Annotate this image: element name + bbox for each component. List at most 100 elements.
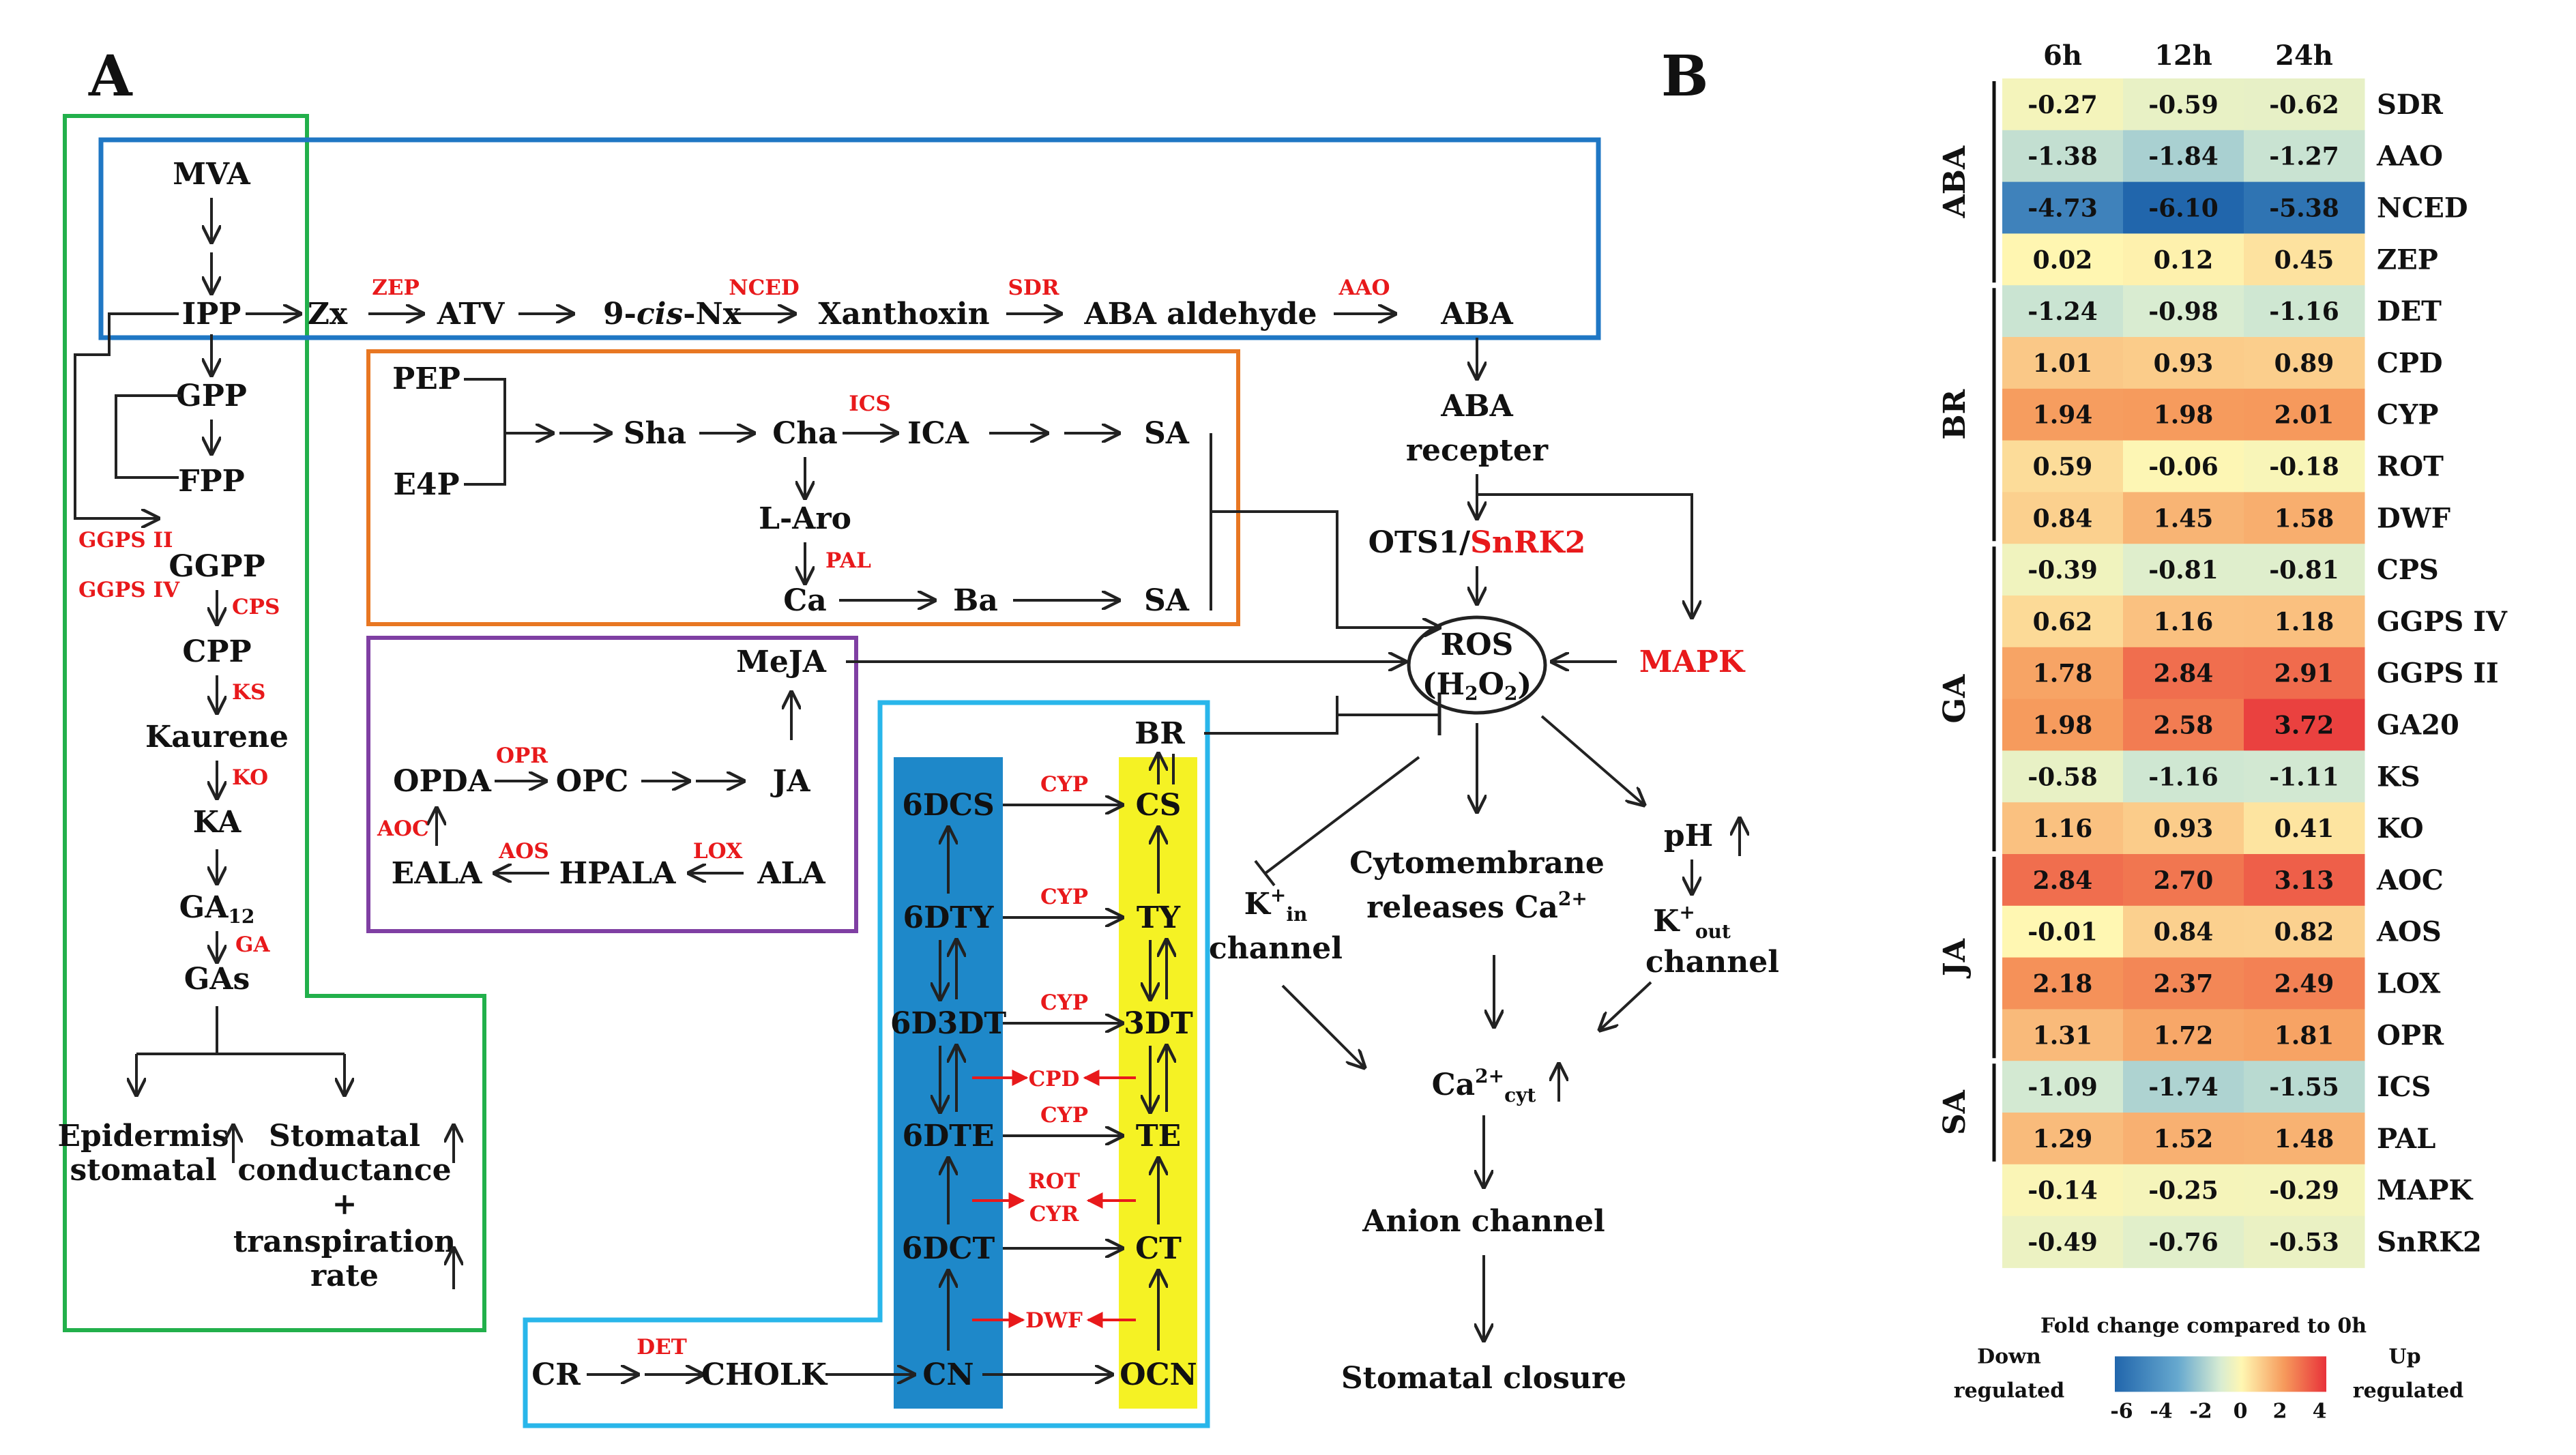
- heatmap-cell-value: -0.29: [2269, 1177, 2339, 1205]
- xanthoxin-node: Xanthoxin: [818, 297, 989, 332]
- l-aro-node: L-Aro: [759, 501, 851, 536]
- legend-up-label-1: Up: [2388, 1344, 2420, 1368]
- heatmap-cell-value: 2.37: [2154, 970, 2214, 999]
- 9-cis-nx-node: 9-cis-Nx: [603, 297, 742, 332]
- sha-node: Sha: [624, 416, 686, 451]
- heatmap-cell-value: 2.49: [2274, 970, 2334, 999]
- heatmap-cell-value: 3.72: [2274, 711, 2334, 740]
- heatmap-cell-value: 0.89: [2274, 349, 2334, 378]
- heatmap-cell: [2123, 388, 2244, 441]
- heatmap-cell-value: -0.59: [2148, 91, 2219, 119]
- cpd-enzyme: CPD: [1029, 1067, 1080, 1091]
- heatmap-cell-value: -0.14: [2028, 1177, 2098, 1205]
- heatmap-cell-value: 1.16: [2033, 814, 2093, 843]
- ks-enzyme: KS: [232, 680, 265, 705]
- ct-node: CT: [1135, 1231, 1182, 1266]
- heatmap-cell: [2002, 854, 2124, 907]
- anion-channel-label: Anion channel: [1362, 1204, 1605, 1239]
- heatmap-cell-value: 2.58: [2154, 711, 2214, 740]
- heatmap-cell: [2002, 1009, 2124, 1061]
- cn-node: CN: [922, 1357, 974, 1392]
- sa-node-2: SA: [1144, 583, 1190, 618]
- dwf-enzyme: DWF: [1025, 1308, 1083, 1333]
- legend-down-label-1: Down: [1977, 1344, 2041, 1368]
- heatmap-cell: [2123, 1216, 2244, 1268]
- cyp-enzyme-3: CYP: [1040, 990, 1088, 1015]
- heatmap-gene-label: DET: [2377, 295, 2442, 327]
- heatmap-cell: [2123, 596, 2244, 648]
- transpiration-label: transpiration: [233, 1224, 456, 1259]
- heatmap-cell: [2244, 596, 2365, 648]
- ca-cyt-label: Ca2+cyt: [1432, 1065, 1536, 1106]
- aba-pathway-box: [98, 137, 1601, 340]
- ph-label: pH: [1664, 819, 1713, 853]
- lox-enzyme: LOX: [693, 839, 743, 864]
- ja-pathway-box: [366, 636, 858, 933]
- heatmap-cell: [2002, 492, 2124, 544]
- heatmap-cell-value: 0.93: [2154, 814, 2214, 843]
- cps-enzyme: CPS: [232, 595, 280, 619]
- heatmap-cell-value: -0.81: [2269, 556, 2339, 585]
- heatmap-cell-value: 1.98: [2033, 711, 2093, 740]
- heatmap-cell-value: -1.16: [2269, 297, 2339, 326]
- ty-node: TY: [1137, 900, 1181, 935]
- sa-pathway-box: [366, 349, 1240, 626]
- ka-node: KA: [193, 805, 241, 840]
- heatmap-cell-value: -0.58: [2028, 763, 2098, 791]
- zep-enzyme: ZEP: [372, 276, 420, 300]
- cr-node: CR: [531, 1357, 581, 1392]
- ga12-node: GA12: [179, 890, 255, 928]
- heatmap-cell-value: 2.84: [2033, 866, 2093, 895]
- heatmap-group-label: SA: [1937, 1089, 1972, 1135]
- heatmap-cell: [2002, 1061, 2124, 1113]
- heatmap-cell-value: -4.73: [2028, 194, 2098, 223]
- heatmap-cell-value: 2.91: [2274, 660, 2334, 688]
- aao-enzyme: AAO: [1338, 276, 1390, 300]
- conductance-label-2: conductance: [237, 1153, 451, 1188]
- cs-node: CS: [1136, 788, 1182, 823]
- panel-b-label: B: [1661, 44, 1708, 109]
- heatmap-cell: [2002, 181, 2124, 234]
- e4p-node: E4P: [393, 467, 459, 502]
- heatmap-cell: [2123, 647, 2244, 700]
- heatmap-cell: [2123, 78, 2244, 131]
- heatmap-gene-label: SDR: [2377, 89, 2444, 121]
- opda-node: OPDA: [393, 764, 492, 799]
- releases-ca-label: releases Ca2+: [1366, 887, 1587, 925]
- opc-node: OPC: [556, 764, 628, 799]
- heatmap-cell-value: 0.82: [2274, 918, 2334, 947]
- heatmap-cell: [2123, 1164, 2244, 1217]
- te-node: TE: [1136, 1119, 1181, 1153]
- heatmap-cell-value: -1.09: [2028, 1073, 2098, 1102]
- k-out-channel-label: channel: [1645, 945, 1779, 980]
- heatmap-cell: [2244, 337, 2365, 390]
- heatmap-cell: [2002, 1216, 2124, 1268]
- hpala-node: HPALA: [559, 856, 677, 891]
- heatmap-group-label: ABA: [1937, 145, 1972, 218]
- pal-enzyme: PAL: [825, 548, 871, 573]
- cha-node: Cha: [772, 416, 838, 451]
- legend-tick-label: -6: [2110, 1399, 2133, 1423]
- heatmap-cell: [2002, 1113, 2124, 1165]
- ggpp-node: GGPP: [169, 549, 265, 584]
- heatmap-cell-value: -1.74: [2148, 1073, 2219, 1102]
- heatmap-cell: [2123, 1061, 2244, 1113]
- cholk-node: CHOLK: [701, 1357, 828, 1392]
- heatmap-gene-label: SnRK2: [2377, 1226, 2482, 1259]
- heatmap-gene-label: AOC: [2376, 864, 2444, 896]
- heatmap-cell: [2002, 905, 2124, 958]
- heatmap-cell-value: -1.16: [2148, 763, 2219, 791]
- legend-tick-label: 2: [2273, 1399, 2287, 1423]
- aba-node: ABA: [1440, 297, 1513, 332]
- heatmap-cell: [2002, 388, 2124, 441]
- heatmap-cell: [2244, 1061, 2365, 1113]
- ga-pathway-box: [63, 114, 486, 1332]
- cyp-enzyme-2: CYP: [1040, 885, 1088, 909]
- ots1-snrk2-label: OTS1/SnRK2: [1368, 525, 1586, 560]
- heatmap-cell: [2002, 699, 2124, 751]
- heatmap-cell: [2244, 1216, 2365, 1268]
- heatmap-cell-value: -0.49: [2028, 1229, 2098, 1257]
- heatmap-cell: [2002, 285, 2124, 338]
- heatmap-cell-value: 2.70: [2154, 866, 2214, 895]
- legend-tick-label: 0: [2234, 1399, 2248, 1423]
